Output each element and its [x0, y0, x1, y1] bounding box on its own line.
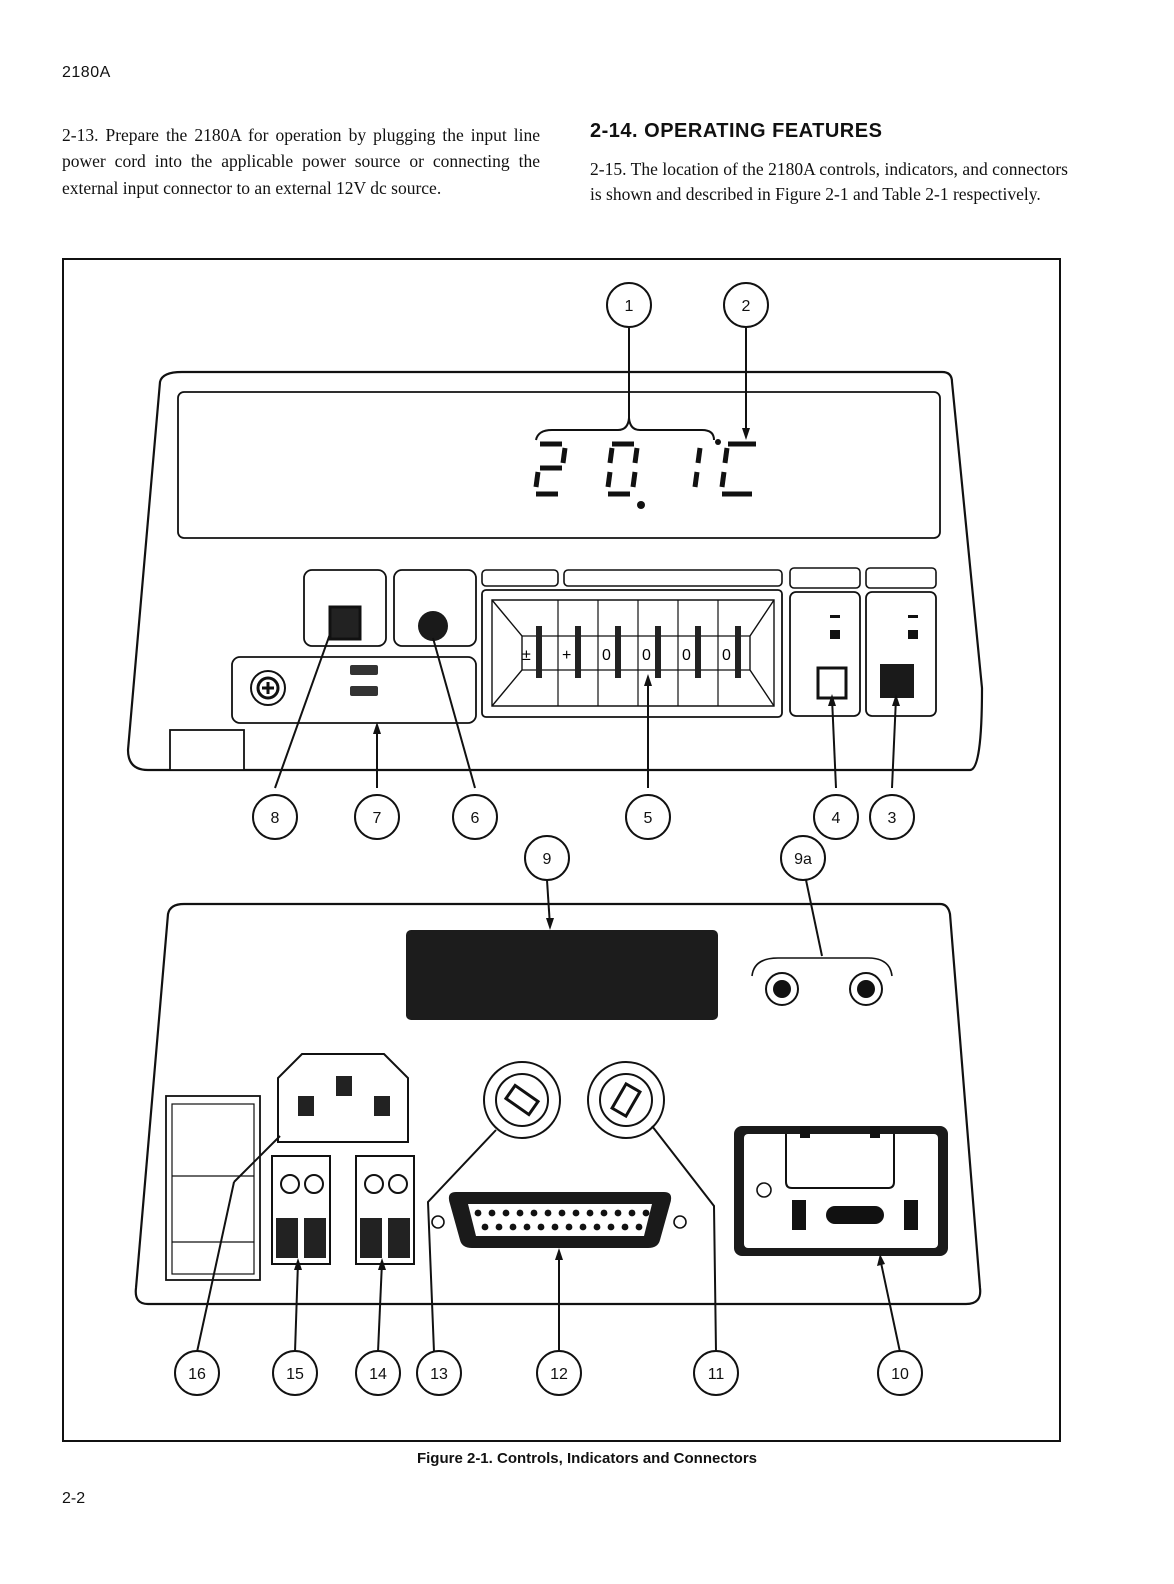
callout-label: 1 [625, 298, 634, 315]
callout-14 [355, 1350, 401, 1396]
callout-label: 5 [644, 810, 653, 827]
callout-9 [524, 835, 570, 881]
figure-caption: Figure 2-1. Controls, Indicators and Con… [416, 1450, 758, 1467]
callout-label: 16 [188, 1366, 206, 1383]
degree-symbol [715, 439, 721, 445]
front-panel: ± + 0 0 0 0 [126, 370, 984, 772]
callout-label: 12 [550, 1366, 568, 1383]
callout-label: 13 [430, 1366, 448, 1383]
callout-label: 9a [794, 851, 812, 868]
thumbwheel-digit: 0 [722, 647, 731, 664]
callout-label: 4 [832, 810, 841, 827]
callout-3 [869, 794, 915, 840]
callout-8 [252, 794, 298, 840]
callout-label: 10 [891, 1366, 909, 1383]
callout-label: 6 [471, 810, 480, 827]
callout-2 [723, 282, 769, 328]
callouts [174, 282, 923, 1396]
power-switch[interactable] [328, 605, 362, 641]
thumbwheel-knurls[interactable] [536, 626, 741, 678]
callout-5 [625, 794, 671, 840]
display-readout [533, 441, 756, 497]
indicator-lamp [418, 611, 448, 641]
decimal-point [637, 501, 645, 509]
page-number: 2-2 [62, 1490, 86, 1507]
callout-15 [272, 1350, 318, 1396]
pushbutton-3[interactable] [880, 664, 914, 698]
callout-10 [877, 1350, 923, 1396]
callout-label: 15 [286, 1366, 304, 1383]
callout-label: 11 [708, 1366, 725, 1383]
right-column: 2-14. OPERATING FEATURES 2-15. The locat… [590, 120, 1068, 206]
callout-label: 8 [271, 810, 280, 827]
paragraph-2-13: 2-13. Prepare the 2180A for operation by… [62, 125, 540, 198]
figure-2-1: ± + 0 0 0 0 [62, 258, 1061, 1442]
callout-16 [174, 1350, 220, 1396]
rear-panel [134, 902, 982, 1306]
left-column: 2-13. Prepare the 2180A for operation by… [62, 122, 540, 201]
callout-9a [780, 835, 826, 881]
callout-11 [693, 1350, 739, 1396]
callout-13 [416, 1350, 462, 1396]
thumbwheel-digit: + [562, 647, 571, 664]
thumbwheel-digit: 0 [642, 647, 651, 664]
leader-lines [196, 328, 901, 1353]
callout-7 [354, 794, 400, 840]
thumbwheel-digit: 0 [602, 647, 611, 664]
document-id: 2180A [62, 64, 111, 81]
serial-nameplate [406, 930, 718, 1020]
thumbwheel-digit: 0 [682, 647, 691, 664]
callout-label: 2 [742, 298, 751, 315]
paragraph-2-15: 2-15. The location of the 2180A controls… [590, 159, 1068, 204]
callout-label: 14 [369, 1366, 387, 1383]
callout-4 [813, 794, 859, 840]
section-heading: 2-14. OPERATING FEATURES [590, 120, 883, 142]
arrowheads [294, 428, 900, 1270]
thumbwheel-digit: ± [522, 647, 531, 664]
callout-label: 7 [373, 810, 382, 827]
callout-12 [536, 1350, 582, 1396]
callout-1 [606, 282, 652, 328]
callout-label: 3 [888, 810, 897, 827]
callout-label: 9 [543, 851, 552, 868]
pushbutton-4[interactable] [816, 666, 848, 700]
callout-6 [452, 794, 498, 840]
